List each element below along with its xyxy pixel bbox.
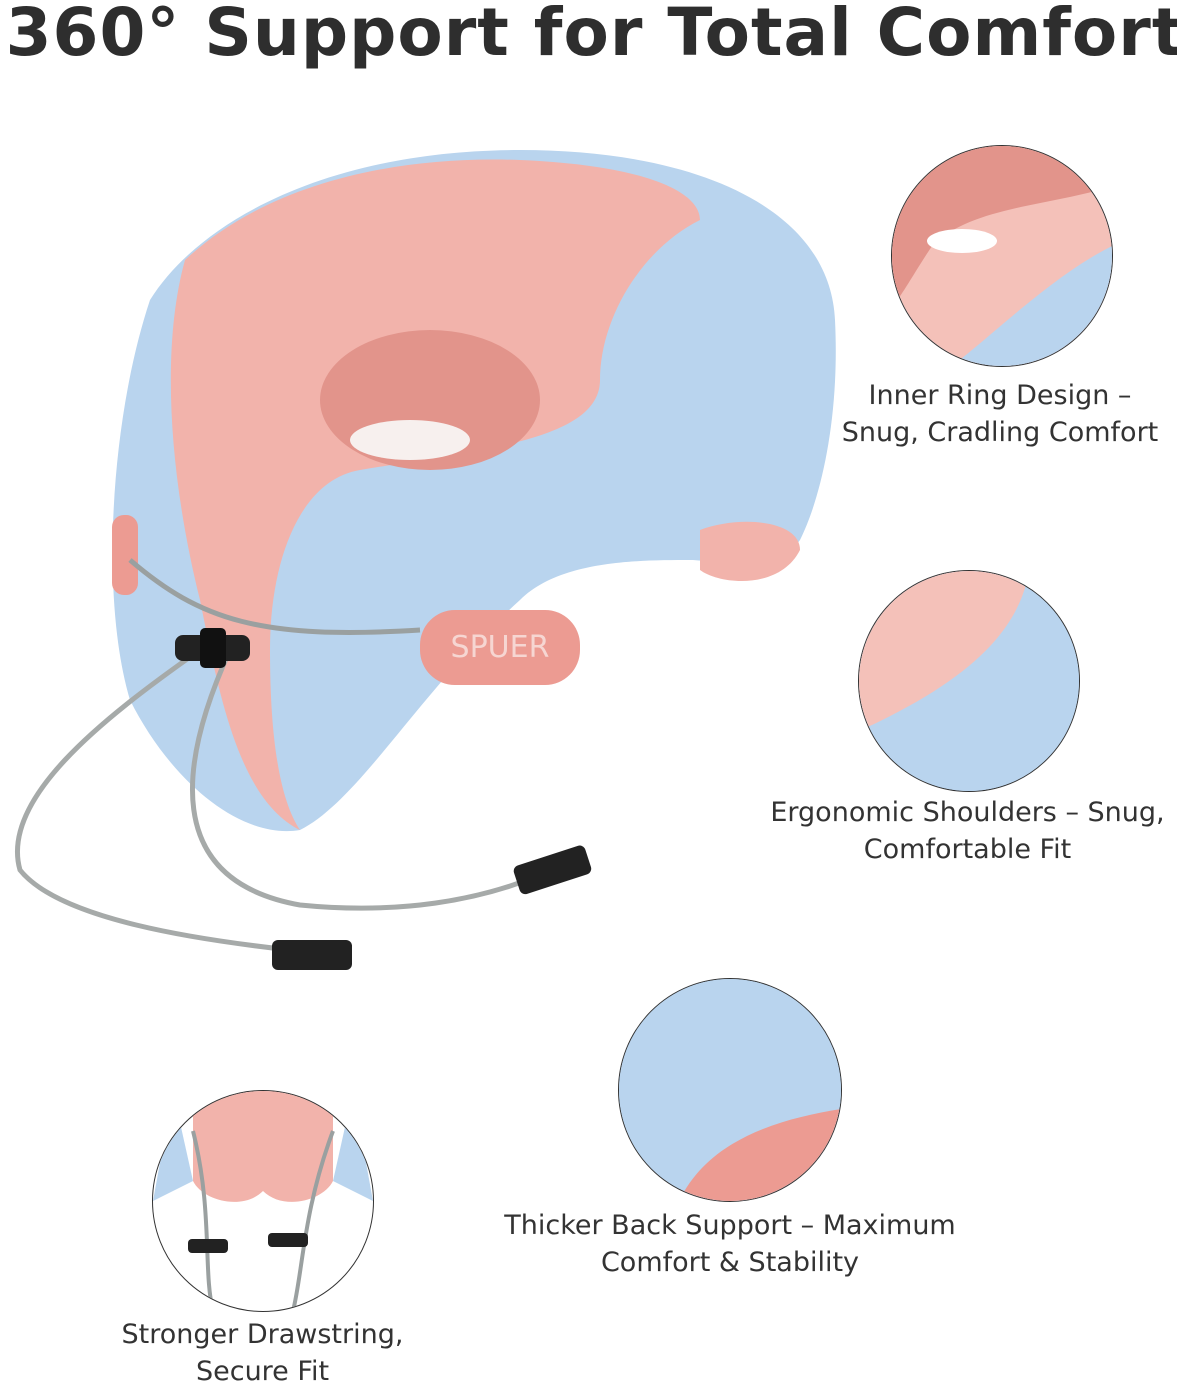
thicker-back-support-caption: Thicker Back Support – Maximum Comfort &… — [470, 1207, 990, 1281]
caption-line: Inner Ring Design – — [868, 380, 1132, 411]
caption-line: Ergonomic Shoulders – Snug, — [770, 797, 1165, 828]
drawstring-caption: Stronger Drawstring, Secure Fit — [90, 1316, 435, 1390]
ergonomic-shoulders-caption: Ergonomic Shoulders – Snug, Comfortable … — [745, 794, 1177, 868]
caption-line: Stronger Drawstring, — [121, 1319, 404, 1350]
caption-line: Thicker Back Support – Maximum — [504, 1210, 956, 1241]
caption-line: Comfortable Fit — [863, 834, 1072, 865]
page-title: 360° Support for Total Comfort — [5, 0, 1177, 71]
thicker-back-support-detail-image — [618, 978, 842, 1202]
inner-ring-detail-image — [891, 145, 1113, 367]
caption-line: Secure Fit — [195, 1356, 330, 1387]
inner-ring-caption: Inner Ring Design – Snug, Cradling Comfo… — [820, 377, 1177, 451]
caption-line: Snug, Cradling Comfort — [841, 417, 1159, 448]
ergonomic-shoulders-detail-image — [858, 570, 1080, 792]
drawstring-detail-image — [152, 1090, 374, 1312]
neck-pillow-image: SPUER — [15, 150, 836, 970]
caption-line: Comfort & Stability — [600, 1247, 860, 1278]
brand-label: SPUER — [451, 630, 550, 665]
